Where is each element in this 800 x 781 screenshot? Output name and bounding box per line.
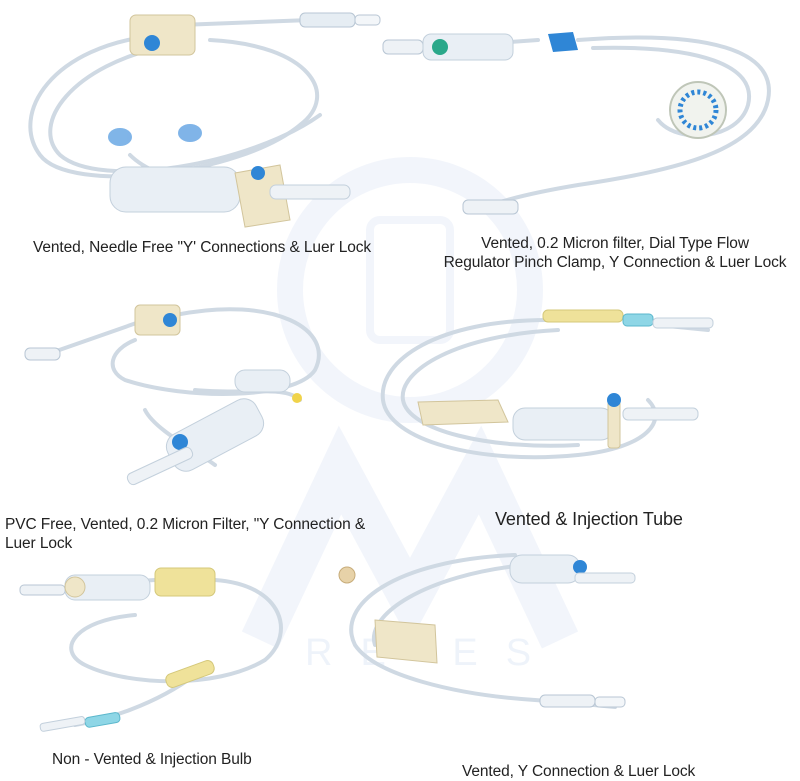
caption-product-3: PVC Free, Vented, 0.2 Micron Filter, "Y … xyxy=(5,516,366,552)
caption-product-1: Vented, Needle Free "Y' Connections & Lu… xyxy=(33,239,372,256)
product-image-6 xyxy=(335,545,655,725)
product-image-1 xyxy=(10,5,390,230)
caption-product-5: Non - Vented & Injection Bulb xyxy=(52,751,252,768)
product-image-4 xyxy=(378,300,718,480)
product-image-5 xyxy=(15,565,305,735)
caption-product-2: Vented, 0.2 Micron filter, Dial Type Flo… xyxy=(443,235,787,271)
product-image-2 xyxy=(378,20,788,220)
product-image-3 xyxy=(15,290,345,500)
caption-product-6: Vented, Y Connection & Luer Lock xyxy=(462,763,696,780)
caption-product-4: Vented & Injection Tube xyxy=(495,509,683,529)
